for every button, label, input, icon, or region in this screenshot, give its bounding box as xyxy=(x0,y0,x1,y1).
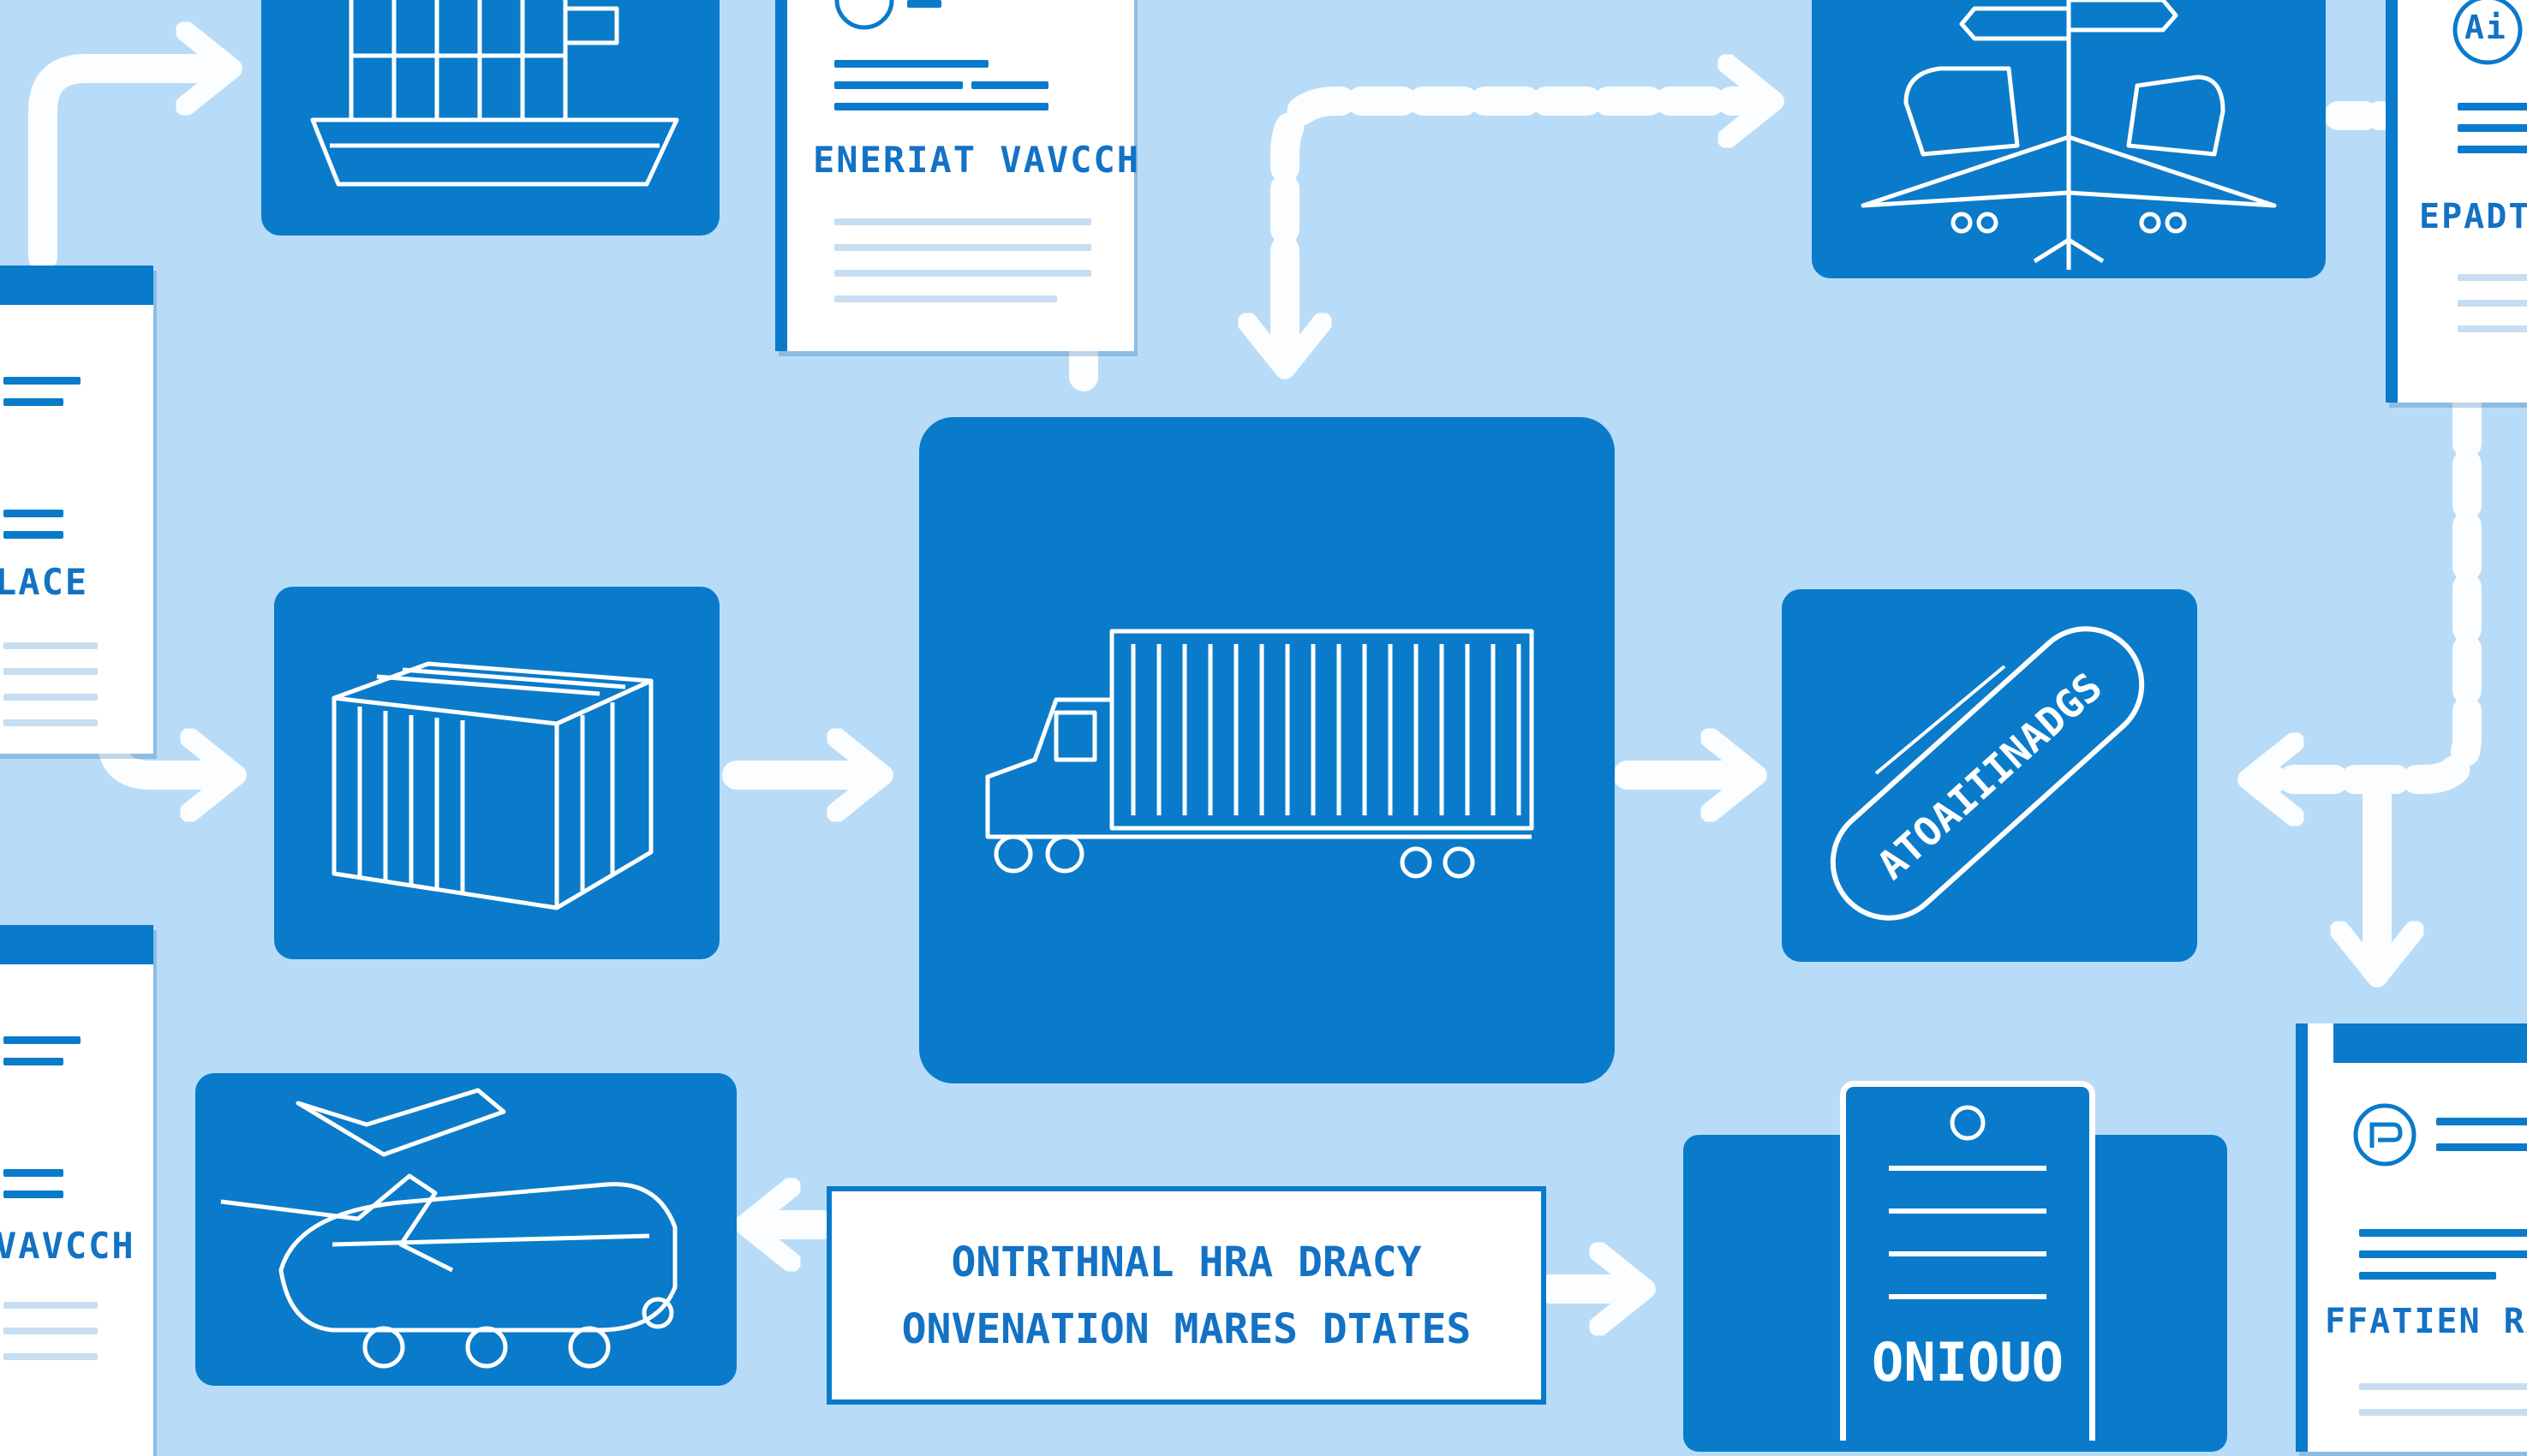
document-title: VAVCCH xyxy=(0,1225,135,1267)
arrow-left-top xyxy=(28,69,223,272)
tag-hole-icon xyxy=(1889,1105,2046,1299)
arrow-right-dashed-down xyxy=(2257,388,2482,779)
document-title: FFATIEN RA xyxy=(2325,1302,2527,1341)
stamp-tile: ATOAIIINADGS xyxy=(1782,589,2197,962)
document-left-lower: VAVCCH xyxy=(0,925,153,1456)
cargo-ship-icon xyxy=(310,0,679,187)
airplane-tile xyxy=(195,1073,737,1386)
truck-tile xyxy=(919,417,1615,1083)
airplane-signpost-tile xyxy=(1812,0,2326,278)
circle-badge-icon xyxy=(834,0,894,30)
document-left-upper: LACE xyxy=(0,266,153,754)
price-tag: ONIOUO xyxy=(1840,1081,2095,1441)
ai-badge-icon xyxy=(2452,0,2523,65)
document-title: LACE xyxy=(0,561,89,603)
label-line-1: ONTRTHNAL HRA DRACY xyxy=(951,1238,1422,1286)
airplane-icon xyxy=(220,1088,678,1369)
label-line-2: ONVENATION MARES DTATES xyxy=(901,1305,1472,1353)
ship-tile xyxy=(261,0,720,236)
shipping-container-icon xyxy=(332,661,654,910)
document-bottom-right: FFATIEN RA xyxy=(2296,1023,2527,1452)
arrow-to-truck-from-top xyxy=(1270,101,1765,306)
container-truck-icon xyxy=(985,629,1534,879)
container-crate-tile xyxy=(274,587,720,959)
printer-badge-icon xyxy=(2353,1103,2416,1167)
ai-badge-text: Ai xyxy=(2464,9,2507,46)
tag-text: ONIOUO xyxy=(1872,1331,2064,1393)
label-box: ONTRTHNAL HRA DRACY ONVENATION MARES DTA… xyxy=(827,1186,1546,1405)
document-title: EPADT xyxy=(2419,197,2527,236)
document-title: ENERIAT VAVCCH xyxy=(813,139,1141,181)
document-top-right: Ai EPADT xyxy=(2386,0,2527,403)
airplane-signpost-icon xyxy=(1861,0,2277,270)
document-top-center: ENERIAT VAVCCH xyxy=(775,0,1138,351)
pill-stamp-icon: ATOAIIINADGS xyxy=(1830,626,2145,921)
